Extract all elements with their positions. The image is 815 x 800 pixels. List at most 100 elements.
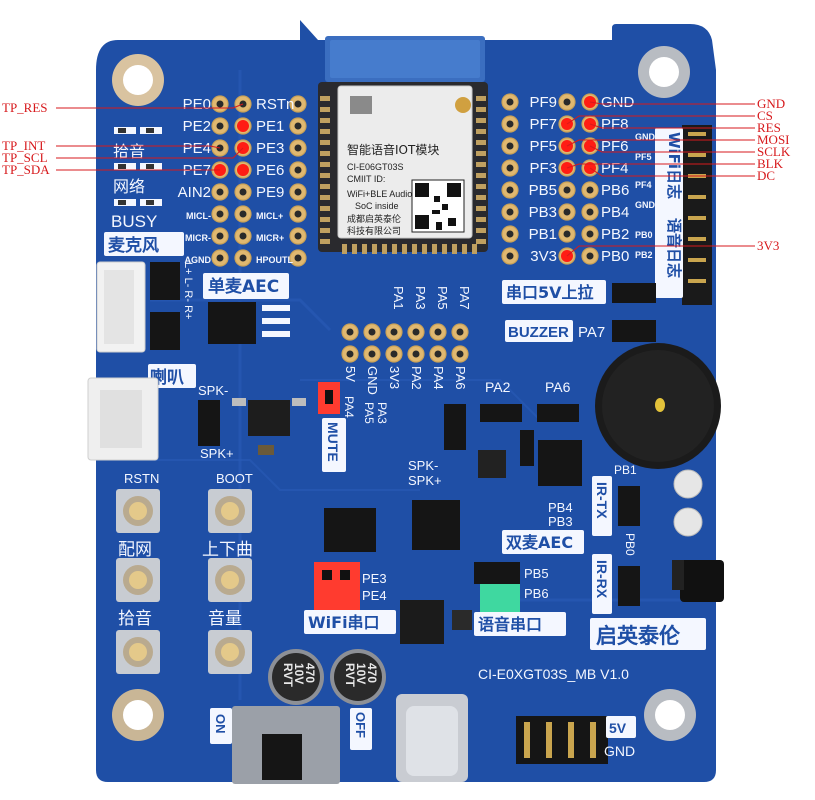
buzzer (595, 343, 721, 469)
right-callout-line (589, 167, 755, 177)
ir-rx-label: IR-RX (594, 560, 610, 599)
left-pin-label-inner: MICL+ (256, 211, 283, 221)
left-pad-extra (289, 139, 307, 157)
edge-pin-label: GND (635, 200, 656, 210)
left-pin-label-inner: PE9 (256, 184, 284, 201)
tactile-button (116, 630, 160, 674)
tactile-button (208, 630, 252, 674)
right-pin-label-right: PB0 (601, 248, 629, 265)
left-pad-inner (234, 249, 252, 267)
right-callout-label: CS (757, 108, 773, 123)
module-pad (476, 217, 486, 222)
pa-bottom-label: PA6 (453, 366, 468, 390)
pa3-label: PA3 (375, 402, 389, 424)
ir-tx-label: IR-TX (594, 482, 610, 519)
pa-bottom-label: PA4 (431, 366, 446, 390)
right-pin-label-left: PB5 (529, 182, 557, 199)
left-pin-label-outer: PE4 (183, 140, 211, 157)
buzzer-label: BUZZER (508, 324, 569, 341)
pwr-gnd-label: GND (604, 743, 635, 759)
pa-bottom-label: 3V3 (387, 366, 402, 389)
edge-pin-label: PB0 (635, 230, 653, 240)
right-pin-label-right: PB2 (601, 226, 629, 243)
busy-label: BUSY (111, 212, 157, 231)
cap-marking: RVT (281, 663, 295, 687)
tactile-button (208, 489, 252, 533)
on-label: ON (213, 714, 228, 734)
pa6-label: PA6 (545, 379, 571, 395)
pa-pad-bottom (451, 345, 469, 363)
right-pad-left (558, 203, 576, 221)
module-pad (472, 244, 477, 254)
right-callout-label: DC (757, 168, 775, 183)
pwr-5v-label: 5V (609, 720, 627, 736)
mute-label: MUTE (325, 422, 341, 462)
module-pad (442, 244, 447, 254)
right-callout-line (566, 245, 755, 257)
right-callout-label: RES (757, 120, 781, 135)
cap-marking: 10V (354, 663, 368, 684)
pb0-label: PB0 (623, 533, 637, 556)
pa-bottom-label: 5V (343, 366, 358, 382)
left-pad-inner (234, 117, 252, 135)
right-callout-line (566, 139, 755, 147)
module-pad (320, 195, 330, 200)
mounting-hole-tl (112, 54, 164, 106)
right-pin-label-left: PB3 (529, 204, 557, 221)
right-pad-left (558, 181, 576, 199)
pa-pad-top (341, 323, 359, 341)
right-callout-line (566, 115, 755, 125)
pa-pad-bottom (407, 345, 425, 363)
tactile-button (116, 489, 160, 533)
mounting-hole-tr (638, 46, 690, 98)
right-pad-extra (501, 225, 519, 243)
right-callout-label: SCLK (757, 144, 791, 159)
amp-chip: PA4 MUTE PA5 PA3 (232, 382, 389, 472)
uart-area: PE3 PE4 WiFi串口 PB5 PB6 语音串口 (304, 508, 566, 644)
right-pin-label-right: PB6 (601, 182, 629, 199)
right-pad-extra (501, 137, 519, 155)
module-pad (342, 244, 347, 254)
pair-label: 配网 (118, 540, 152, 559)
spk-plus-label: SPK+ (200, 446, 234, 461)
pa-pad-bottom (363, 345, 381, 363)
right-callout-line (589, 123, 755, 129)
module-pad (422, 244, 427, 254)
module-pad (476, 195, 486, 200)
right-pad-extra (501, 115, 519, 133)
module-pad (320, 96, 330, 101)
status-leds: 拾音 网络 BUSY (111, 127, 162, 231)
module-pad (412, 244, 417, 254)
right-callout-line (566, 163, 755, 169)
pa4-label: PA4 (342, 396, 356, 418)
pe4-label: PE4 (362, 588, 387, 603)
mic-label: 麦克风 (108, 235, 159, 256)
right-pad-extra (501, 181, 519, 199)
cap-marking: RVT (343, 663, 357, 687)
network-label: 网络 (113, 177, 145, 196)
pa-pad-top (385, 323, 403, 341)
left-pin-label-inner: MICR+ (256, 233, 284, 243)
dual-mic-block: PA2 PA6 SPK- SPK+ PB4 PB3 双麦AEC (408, 379, 584, 554)
power-pin (590, 722, 596, 758)
pa-pad-top (363, 323, 381, 341)
module-pad (372, 244, 377, 254)
left-pad-extra (289, 161, 307, 179)
pb1-label: PB1 (614, 463, 637, 477)
right-pad-extra (501, 93, 519, 111)
pickup2-label: 拾音 (118, 609, 152, 628)
speaker-connector: 喇叭 SPK- SPK+ (87, 364, 234, 461)
mounting-hole-br (644, 689, 696, 741)
uart-pullup: 串口5V上拉 BUZZER PA7 (502, 280, 656, 342)
module-pad (476, 107, 486, 112)
left-callout-label: TP_SCL (2, 150, 48, 165)
module-pad (476, 118, 486, 123)
spk-plus2-label: SPK+ (408, 473, 442, 488)
pb3-label: PB3 (548, 514, 573, 529)
left-pin-label-outer: PE2 (183, 118, 211, 135)
module-title: 智能语音IOT模块 (347, 142, 439, 157)
module-pad (382, 244, 387, 254)
volume-label: 音量 (208, 609, 242, 628)
